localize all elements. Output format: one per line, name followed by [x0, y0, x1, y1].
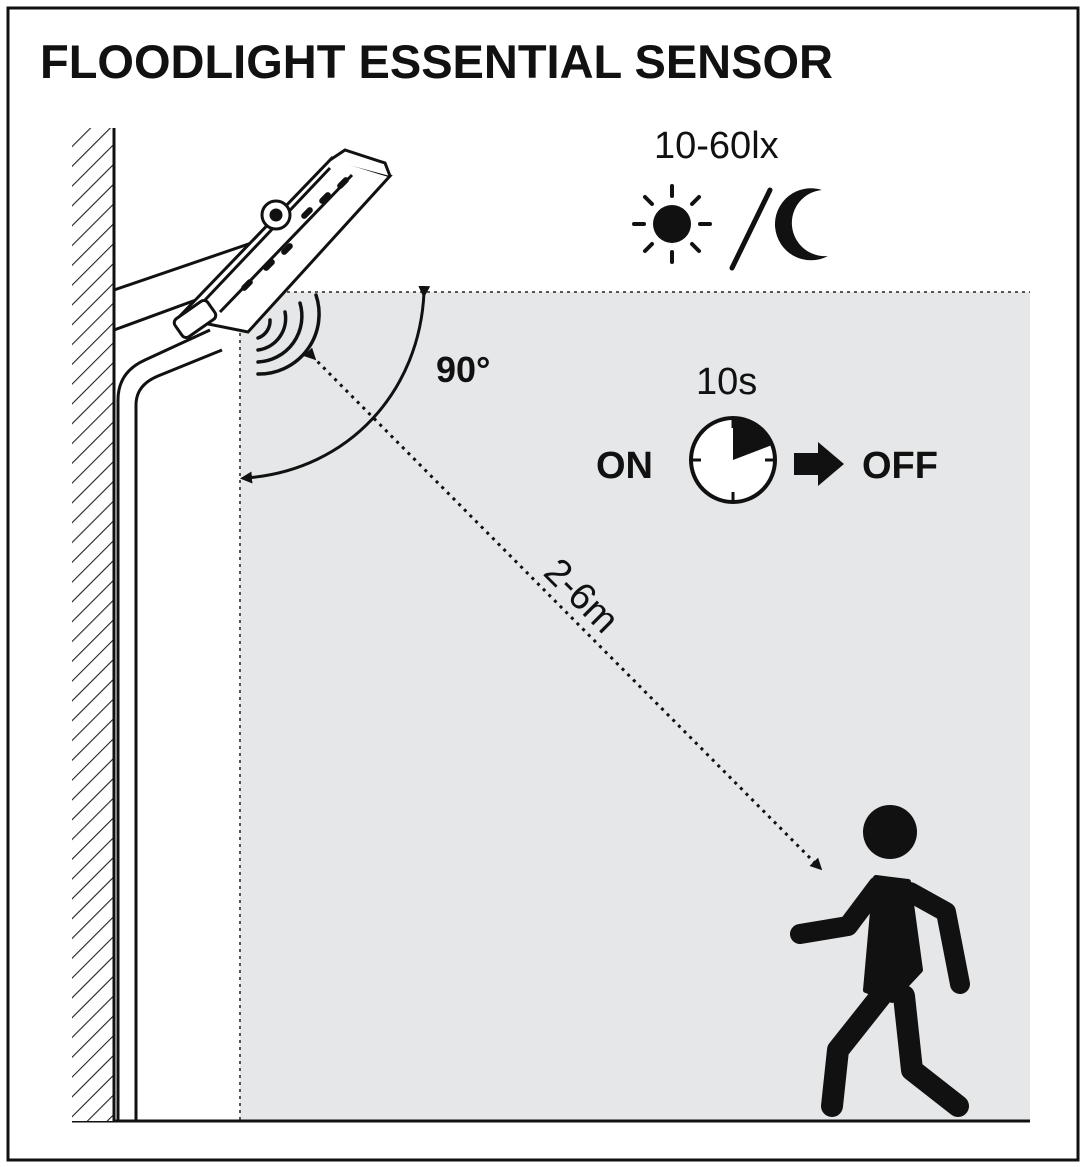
- timer-off-label: OFF: [862, 445, 938, 487]
- timer-duration: 10s: [696, 361, 757, 403]
- lux-label: 10-60lx: [654, 125, 779, 167]
- wall: [72, 128, 116, 1121]
- timer-on-label: ON: [596, 445, 653, 487]
- arrow-right-icon: [794, 442, 844, 486]
- moon-icon: [774, 188, 828, 261]
- clock-icon: [689, 416, 777, 504]
- walking-person-icon: [790, 805, 970, 1117]
- diagram-title: FLOODLIGHT ESSENTIAL SENSOR: [40, 35, 833, 88]
- day-night-slash: [729, 187, 773, 271]
- sun-icon: [632, 184, 712, 264]
- angle-label: 90°: [436, 349, 490, 390]
